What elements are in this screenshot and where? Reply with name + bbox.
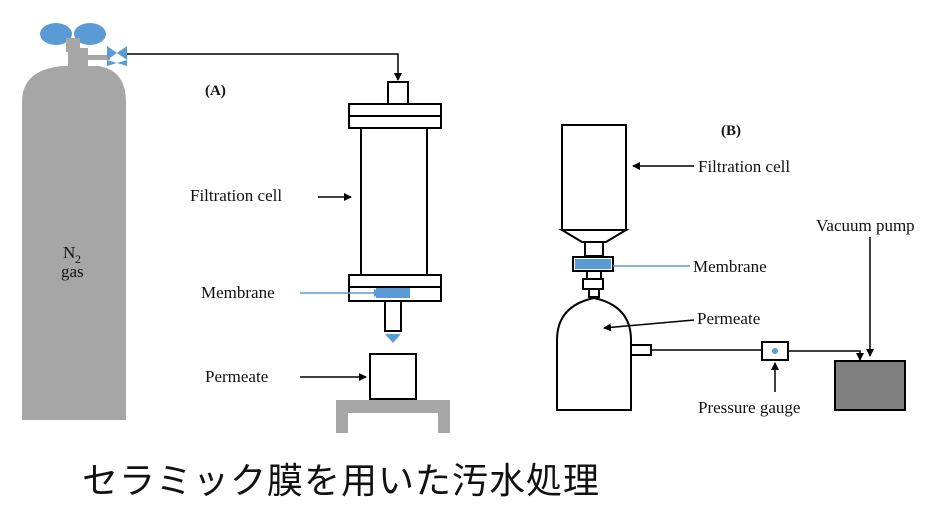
flow-arrow-icon (385, 334, 401, 343)
valve-icon (107, 46, 127, 66)
label-vacuum-pump: Vacuum pump (816, 216, 915, 235)
label-filtration-cell-b: Filtration cell (698, 157, 790, 176)
filtration-cell-a (348, 81, 442, 332)
panel-a-tag: (A) (205, 83, 226, 99)
arrow-permeate-b (603, 319, 695, 332)
label-membrane-b: Membrane (693, 257, 767, 276)
gauge-dial-icon (772, 348, 778, 354)
cylinder-knob-right (74, 23, 106, 45)
cylinder-knob-left (40, 23, 72, 45)
panel-b-tag: (B) (721, 123, 741, 139)
label-filtration-cell-a: Filtration cell (190, 186, 282, 205)
caption: セラミック膜を用いた汚水処理 (82, 461, 601, 502)
vacuum-line-2 (788, 350, 864, 361)
gas-cylinder (22, 23, 126, 420)
label-permeate-a: Permeate (205, 367, 268, 386)
permeate-cup-a (369, 353, 417, 400)
gas-line (127, 53, 402, 81)
gas-label-unit: gas (61, 262, 84, 281)
gas-label-main: N (63, 243, 75, 262)
membrane-b (575, 259, 611, 269)
label-pressure-gauge: Pressure gauge (698, 398, 800, 417)
stand (336, 400, 450, 433)
membrane-a (376, 288, 410, 298)
filtration-cell-b (556, 124, 906, 411)
label-membrane-a: Membrane (201, 283, 275, 302)
label-permeate-b: Permeate (697, 309, 760, 328)
gas-label-subscript: 2 (75, 252, 81, 266)
